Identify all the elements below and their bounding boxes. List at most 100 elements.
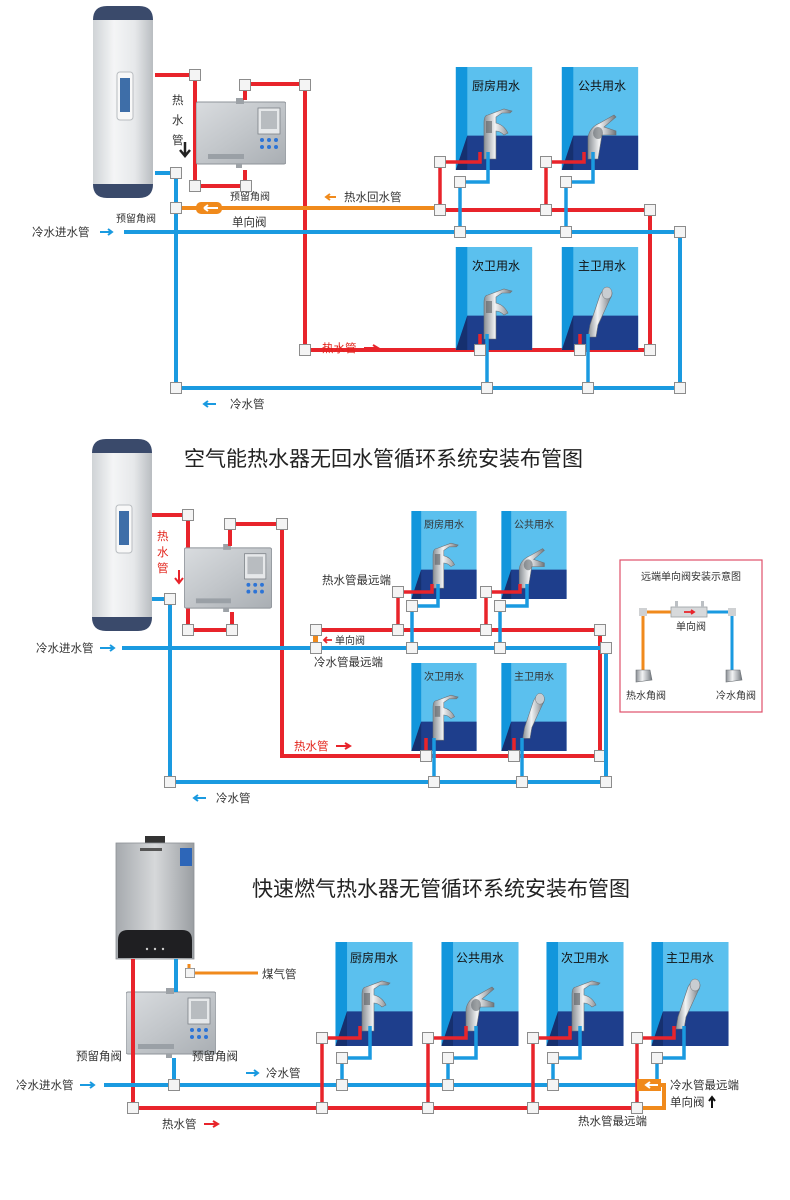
- section-3-title: 快速燃气热水器无管循环系统安装布管图: [252, 877, 630, 901]
- pipe-fitting: [127, 1102, 139, 1114]
- pipe-fitting: [594, 750, 606, 762]
- pipe-fitting: [185, 968, 195, 978]
- pipe-fitting: [494, 600, 506, 612]
- hot-far-end-label: 热水管最远端: [578, 1114, 647, 1128]
- room-label: 厨房用水: [472, 78, 520, 93]
- pipe-fitting: [170, 202, 182, 214]
- gas-pipe: [187, 964, 258, 975]
- arrow-up-icon: [708, 1095, 716, 1108]
- cold-far-end-label: 冷水管最远端: [314, 655, 383, 669]
- check-valve-label: 单向阀: [335, 634, 365, 647]
- pipe-fitting: [547, 1079, 559, 1091]
- gas-pipe-label: 煤气管: [262, 967, 297, 981]
- check-valve-label: 单向阀: [232, 215, 267, 229]
- hot-angle-valve-icon: [635, 669, 653, 683]
- pipe-fitting: [600, 776, 612, 788]
- reserved-valve-label: 预留角阀: [192, 1049, 238, 1063]
- pipe-fitting: [336, 1052, 348, 1064]
- arrow-right-icon: [80, 1081, 96, 1089]
- air-source-tank-icon: [92, 438, 152, 632]
- pipe-fitting: [481, 382, 493, 394]
- pipe-fitting: [644, 344, 656, 356]
- cold-pipe-label: 冷水管: [266, 1066, 301, 1080]
- pipe-fitting: [442, 1079, 454, 1091]
- pipe-fitting: [516, 776, 528, 788]
- pipe-fitting: [547, 1052, 559, 1064]
- arrow-right-icon: [100, 644, 116, 652]
- cold-inlet-label: 冷水进水管: [16, 1078, 74, 1092]
- pipe-fitting: [189, 69, 201, 81]
- room-label: 主卫用水: [666, 951, 714, 965]
- hot-pipe-label-2: 水: [172, 113, 184, 127]
- hot-far-end-label: 热水管最远端: [322, 573, 391, 587]
- water-heater-tank-icon: [93, 5, 153, 199]
- pipe-fitting: [540, 204, 552, 216]
- pipe-fitting: [164, 776, 176, 788]
- pipe-fitting: [480, 624, 492, 636]
- pipe-fitting: [508, 750, 520, 762]
- arrow-left-icon: [202, 400, 216, 408]
- pipe-fitting: [454, 176, 466, 188]
- room-label: 次卫用水: [424, 670, 464, 683]
- arrow-left-icon: [192, 794, 206, 802]
- pipe-fitting: [674, 382, 686, 394]
- pipe-fitting: [442, 1052, 454, 1064]
- pipe-fitting: [226, 624, 238, 636]
- pipe-fitting: [316, 1032, 328, 1044]
- hot-pipe-label-3: 管: [157, 561, 169, 575]
- pipe-fitting: [406, 642, 418, 654]
- reserved-valve-label: 预留角阀: [116, 212, 156, 225]
- pipe-fitting: [560, 226, 572, 238]
- arrow-left-icon: [322, 636, 332, 644]
- inset-valve-label: 单向阀: [676, 620, 706, 633]
- hot-pipe-label-1: 热: [157, 529, 169, 543]
- pipe-fitting: [224, 518, 236, 530]
- pipe-fitting: [428, 776, 440, 788]
- room-label: 次卫用水: [472, 259, 520, 273]
- pipe-fitting: [406, 600, 418, 612]
- arrow-right-icon: [364, 344, 380, 352]
- pipe-fitting: [651, 1052, 663, 1064]
- pipe-fitting: [600, 642, 612, 654]
- hot-pipe-label: 热水管: [294, 739, 329, 753]
- pipe-fitting: [527, 1032, 539, 1044]
- section-3-gas-heater-diagram: 快速燃气热水器无管循环系统安装布管图 煤气管: [16, 836, 739, 1131]
- room-label: 主卫用水: [514, 671, 554, 683]
- check-valve-inset: 远端单向阀安装示意图 单向阀 热水角阀 冷水角阀: [619, 559, 763, 713]
- pipe-fitting: [631, 1032, 643, 1044]
- room-label: 厨房用水: [350, 950, 398, 965]
- pipe-fitting: [299, 344, 311, 356]
- cold-pipe-label: 冷水管: [230, 397, 265, 411]
- pipe-fitting: [392, 624, 404, 636]
- pipe-fitting: [540, 156, 552, 168]
- arrow-right-icon: [204, 1120, 220, 1128]
- room-label: 公共用水: [578, 79, 626, 93]
- pipe-fitting: [527, 1102, 539, 1114]
- pipe-fitting: [494, 642, 506, 654]
- pipe-fitting: [674, 226, 686, 238]
- pipe-fitting: [644, 204, 656, 216]
- hot-pipe-label-2: 水: [157, 545, 169, 559]
- room-label: 公共用水: [456, 951, 504, 965]
- hot-pipe-label-1: 热: [172, 93, 184, 107]
- section-2-title: 空气能热水器无回水管循环系统安装布管图: [184, 447, 583, 471]
- pipe-fitting: [560, 176, 572, 188]
- pipe-fitting: [310, 624, 322, 636]
- circulation-pump-icon: [126, 988, 216, 1058]
- cold-pipe-label: 冷水管: [216, 791, 251, 805]
- pipe-fitting: [168, 1079, 180, 1091]
- room-label: 主卫用水: [578, 259, 626, 273]
- pipe-fitting: [310, 642, 322, 654]
- pipe-fitting: [420, 750, 432, 762]
- hot-angle-valve-label: 热水角阀: [626, 689, 666, 702]
- reserved-valve-label: 预留角阀: [76, 1049, 122, 1063]
- arrow-down-icon: [174, 570, 184, 585]
- pipe-fitting: [276, 518, 288, 530]
- pipe-fitting: [164, 593, 176, 605]
- pipe-fitting: [631, 1102, 643, 1114]
- room-label: 厨房用水: [424, 518, 464, 531]
- pipe-fitting: [299, 79, 311, 91]
- pipe-fitting: [316, 1102, 328, 1114]
- pipe-fitting: [239, 79, 251, 91]
- pipe-fitting: [189, 180, 201, 192]
